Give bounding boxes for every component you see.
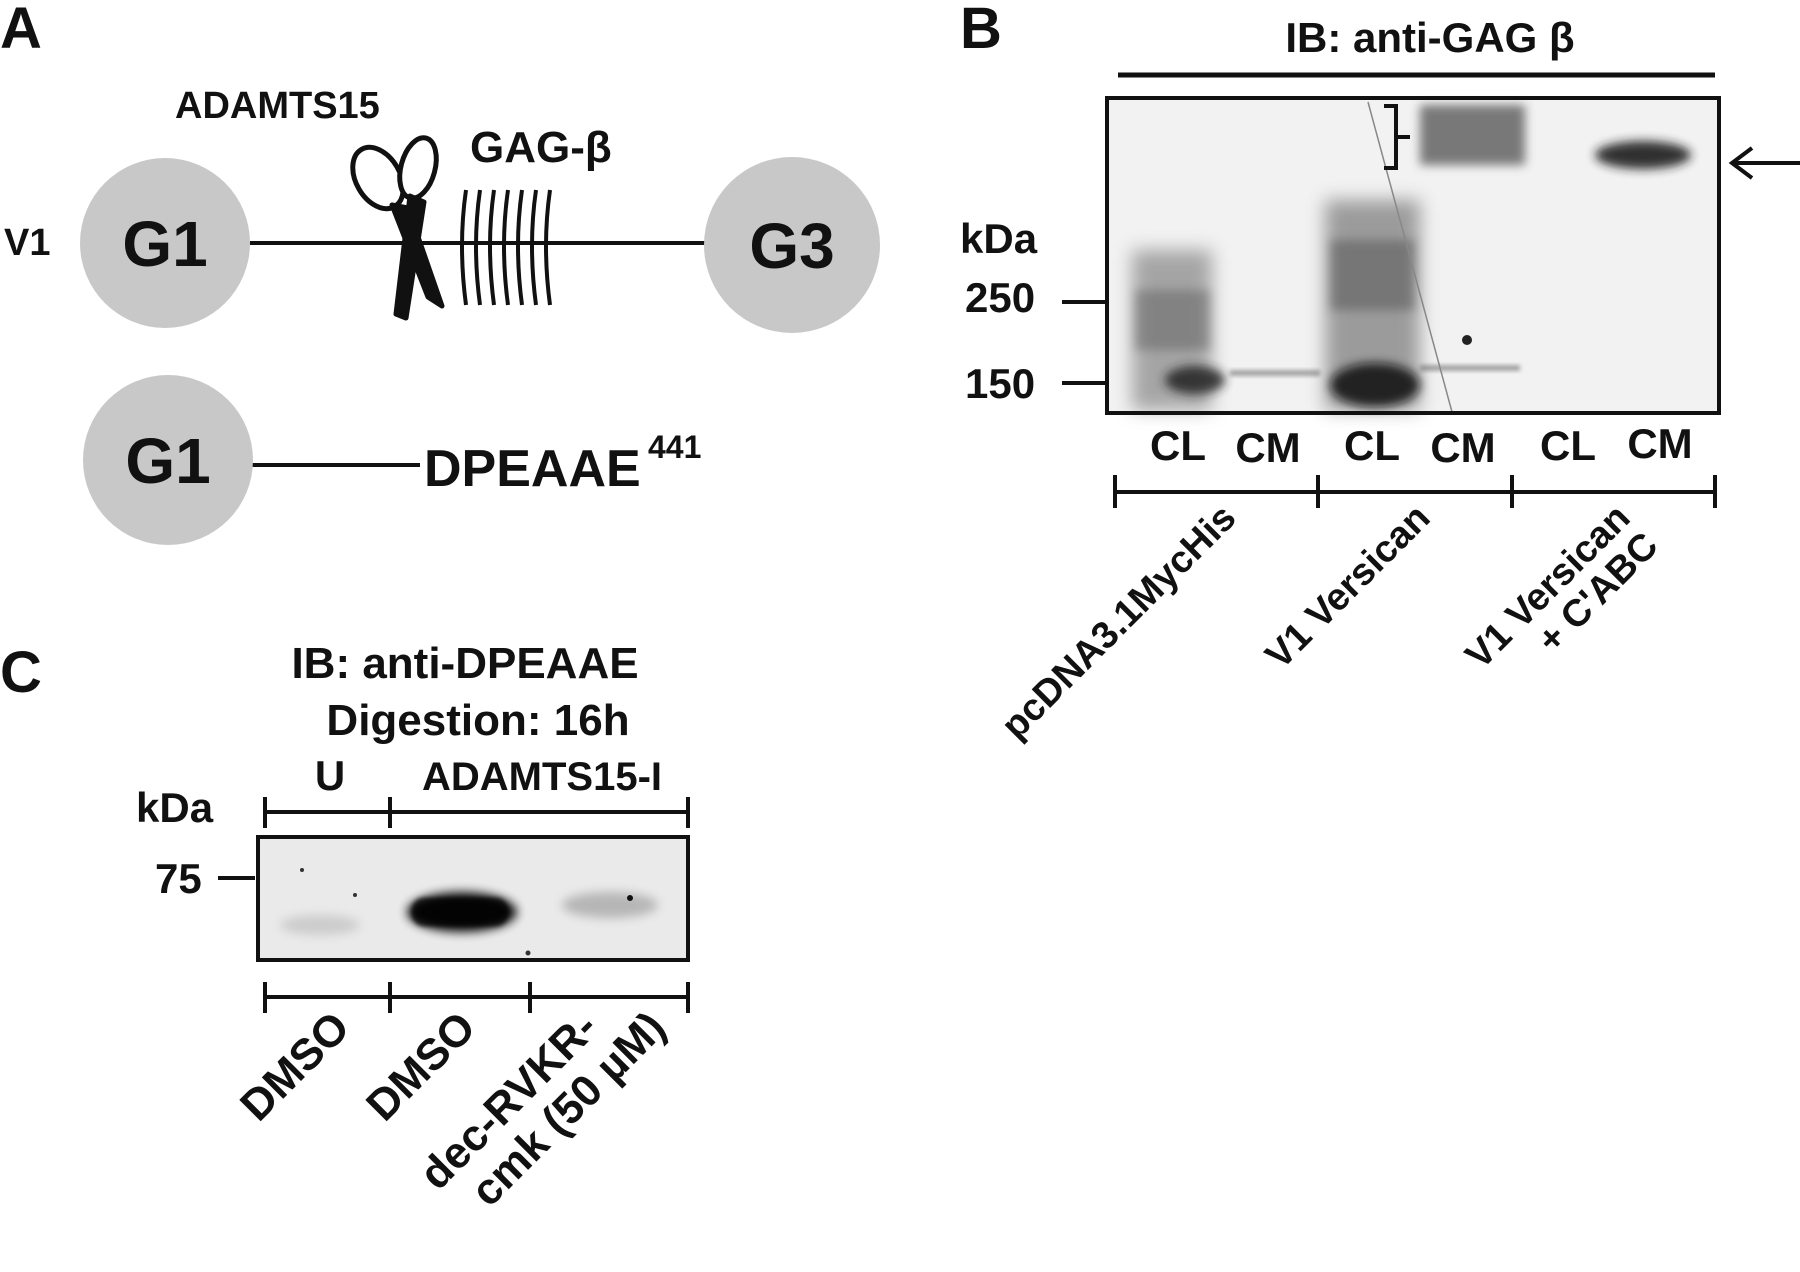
- panel-b: B IB: anti-GAG β: [960, 0, 1800, 747]
- panel-a-letter: A: [0, 0, 42, 61]
- g3-domain-label: G3: [749, 210, 834, 282]
- lane1-150-band: [1165, 366, 1225, 394]
- panel-b-blot: [1105, 96, 1721, 415]
- enzyme-label: ADAMTS15: [175, 85, 380, 127]
- group-label-v1-versican: V1 Versican: [1258, 497, 1439, 678]
- panel-b-kda-label: kDa: [960, 215, 1038, 262]
- panel-c-group-u: U: [315, 752, 345, 799]
- neoepitope-superscript: 441: [648, 429, 701, 465]
- panel-a: A ADAMTS15 GAG-β V1 G1 G3 G1: [0, 0, 880, 545]
- inhibitor-faint-band: [562, 892, 658, 918]
- lane4-highmw-smear: [1420, 105, 1525, 165]
- lane4-faint-band: [1420, 365, 1520, 371]
- lane-label: CM: [1430, 424, 1495, 471]
- lane6-sharp-band: [1595, 141, 1691, 169]
- g3-domain-circle: [704, 157, 880, 333]
- g1-fragment-label: G1: [125, 425, 210, 497]
- panel-c-blot: [256, 835, 690, 962]
- panel-c-title-line1: IB: anti-DPEAAE: [291, 639, 638, 688]
- panel-b-title: IB: anti-GAG β: [1285, 14, 1574, 61]
- treatment-label-u-dmso: DMSO: [231, 1002, 359, 1130]
- lane3-150-band: [1330, 363, 1420, 407]
- panel-b-letter: B: [960, 0, 1002, 61]
- g1-fragment-circle: [83, 375, 253, 545]
- lane2-faint-band: [1230, 370, 1320, 376]
- panel-c-title-line2: Digestion: 16h: [326, 696, 629, 745]
- marker-150-label: 150: [965, 360, 1035, 407]
- marker-250-label: 250: [965, 274, 1035, 321]
- u-dmso-faint-band: [280, 915, 360, 935]
- group-label-vector: pcDNA3.1MycHis: [994, 497, 1245, 748]
- scissors-icon: [350, 135, 445, 321]
- lane-label: CL: [1150, 422, 1206, 469]
- marker-75-label: 75: [155, 855, 202, 902]
- lane-label: CL: [1344, 422, 1400, 469]
- g1-domain-circle: [80, 158, 250, 328]
- panel-c-letter: C: [0, 640, 42, 705]
- arrow-left-icon: [1728, 146, 1800, 180]
- panel-c: C IB: anti-DPEAAE Digestion: 16h U ADAMT…: [0, 639, 690, 1216]
- panel-c-bottom-bracket: [263, 982, 690, 1013]
- isoform-label: V1: [4, 222, 50, 264]
- panel-b-group-bracket: [1113, 475, 1717, 508]
- panel-c-group-enzyme: ADAMTS15-I: [422, 755, 662, 799]
- gag-label: GAG-β: [470, 123, 612, 172]
- lane-label: CM: [1627, 420, 1692, 467]
- panel-c-kda-label: kDa: [136, 784, 214, 831]
- lane-label: CL: [1540, 422, 1596, 469]
- smear-bracket: [1384, 104, 1410, 170]
- gag-chains-icon: [460, 189, 552, 306]
- panel-c-top-bracket: [263, 797, 690, 828]
- neoepitope-label: DPEAAE: [424, 440, 641, 498]
- g1-domain-label: G1: [122, 208, 207, 280]
- lane-label: CM: [1235, 424, 1300, 471]
